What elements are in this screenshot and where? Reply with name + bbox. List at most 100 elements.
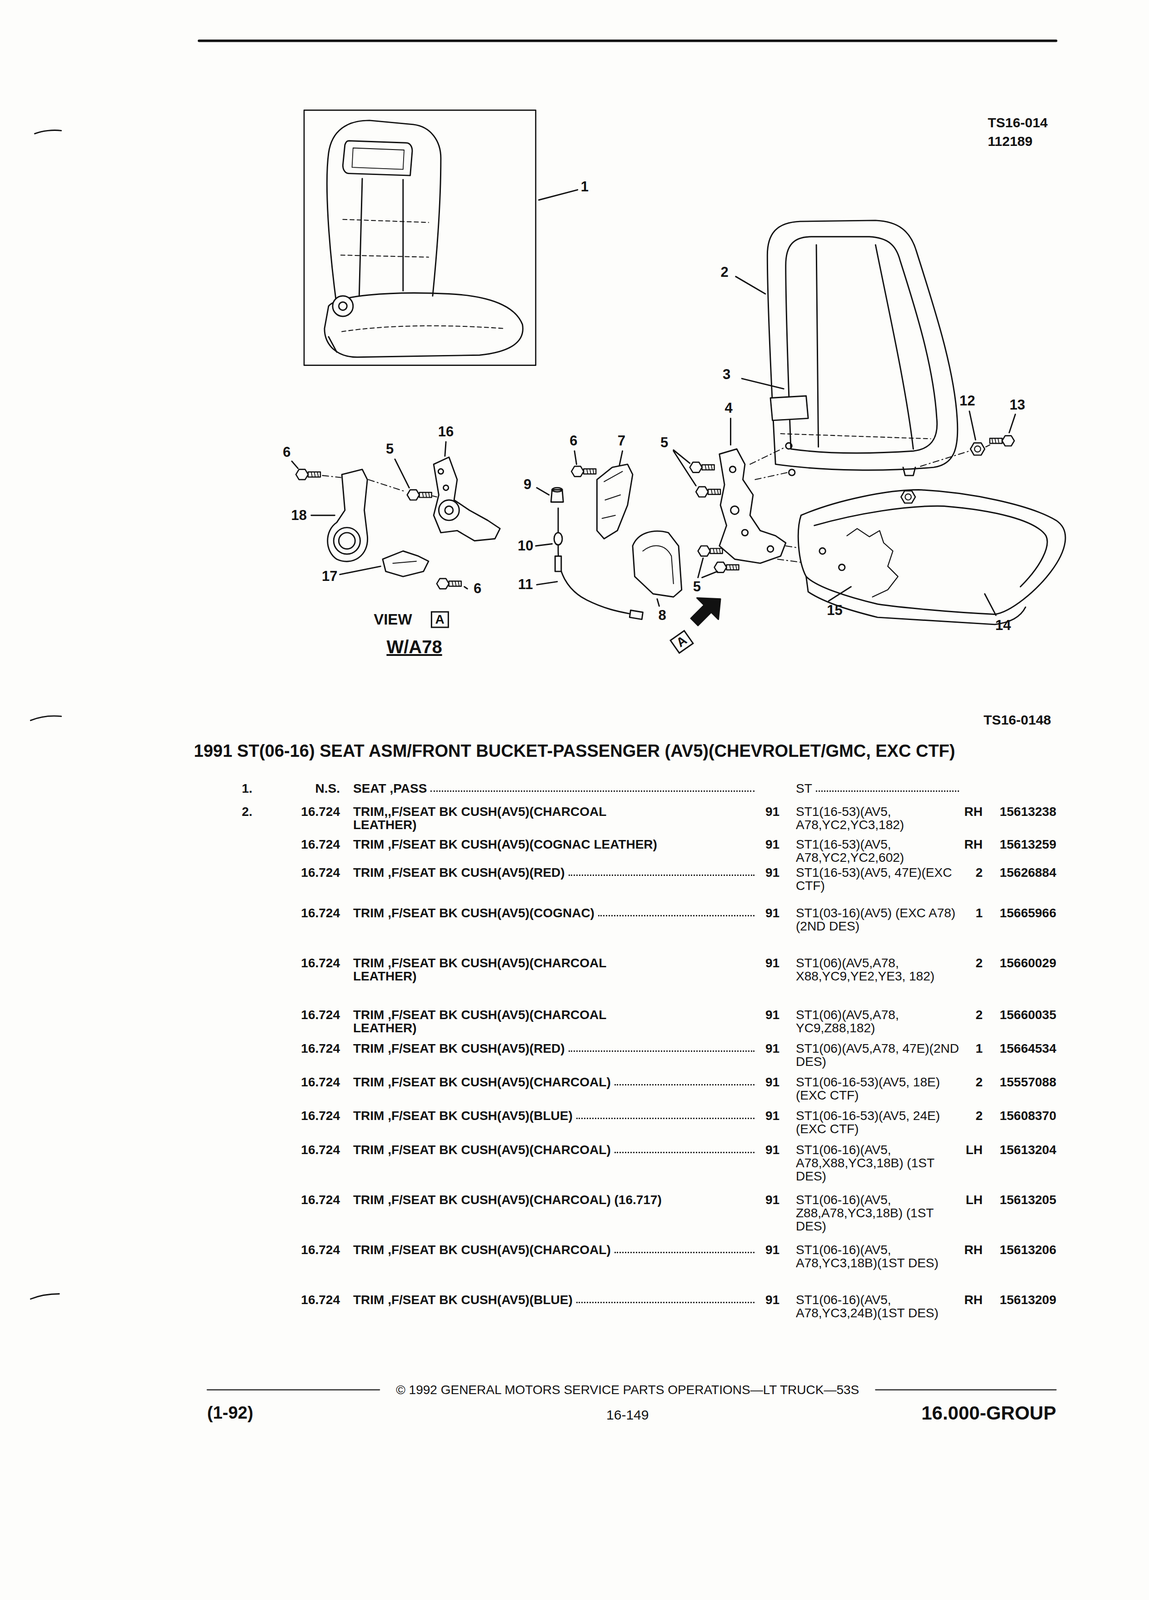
covers-and-cable [558,508,633,615]
quantity: RH [964,1243,983,1257]
page-rule [207,1388,380,1390]
usage-code: ST1(06-16)(AV5, A78,X88,YC3,18B) (1ST DE… [795,1143,960,1183]
quantity: RH [964,1293,983,1307]
quantity: 2 [975,1008,983,1022]
usage-code: ST1(03-16)(AV5) (EXC A78)(2ND DES) [795,906,960,933]
part-description: TRIM ,F/SEAT BK CUSH(AV5)(CHARCOAL) [353,1143,611,1157]
quantity: RH [964,804,983,819]
inset-seat [338,301,347,310]
view-label: VIEW [373,611,412,628]
callout-number: 4 [724,400,733,416]
copyright-line: © 1992 GENERAL MOTORS SERVICE PARTS OPER… [391,1382,864,1397]
group-code: 16.724 [300,956,340,970]
covers-and-cable [536,487,550,495]
callout-number: 15 [826,602,843,619]
seat-back [785,442,792,449]
inset-seat [324,293,523,358]
group-code: 16.724 [300,1143,340,1157]
group-code: 16.724 [300,1041,340,1055]
dot-leader [815,790,960,792]
usage-code: ST1(06)(AV5,A78, 47E)(2ND DES) [795,1041,960,1069]
view-box: A [430,610,450,628]
callout-number: 8 [658,607,666,624]
view-letter: A [674,633,690,651]
part-description: TRIM ,F/SEAT BK CUSH(AV5)(CHARCOAL) [353,1243,611,1257]
callout-number: 6 [569,433,578,449]
quantity: LH [965,1143,983,1157]
covers-and-cable [554,532,563,545]
part-number: 15664534 [999,1041,1057,1055]
hinge [673,449,696,486]
covers-and-cable [552,487,563,492]
part-description: TRIM ,F/SEAT BK CUSH(AV5)(BLUE) [353,1109,573,1123]
page-rule [30,1293,60,1299]
usage-code: ST1(16-53)(AV5, A78,YC2,YC3,182) [795,804,960,832]
inset-seat [538,189,578,200]
callout-number: 16 [438,424,454,440]
callout-number: 6 [282,444,291,460]
group-code: 16.724 [300,1193,340,1207]
item-number: 1. [241,781,253,795]
option-label: W/A78 [386,636,442,657]
quantity: 2 [975,1109,983,1123]
inset-seat [340,219,429,258]
callout-number: 18 [291,507,307,524]
callout-number: 7 [617,433,626,449]
model-year: 91 [765,1293,780,1307]
quantity: RH [964,837,983,851]
seat-back [903,467,916,476]
quantity: 2 [975,1075,983,1089]
part-number: 15557088 [999,1075,1057,1089]
usage-code: ST1(16-53)(AV5, 47E)(EXC CTF) [795,865,960,893]
group-number: 16.000-GROUP [921,1402,1056,1424]
seat-back [785,236,938,454]
seat-back [780,433,931,439]
revision-date: (1-92) [207,1403,254,1424]
part-description: TRIM ,F/SEAT BK CUSH(AV5)(COGNAC) [353,906,595,920]
group-code: 16.724 [300,837,340,851]
part-number: 15613206 [999,1243,1057,1257]
hinge [689,462,715,473]
part-number: 15613209 [999,1293,1057,1307]
callout-number: 10 [517,538,534,554]
seat-cushion [900,490,915,504]
part-description: TRIM ,F/SEAT BK CUSH(AV5)(CHARCOAL LEATH… [353,956,663,983]
view-a-recliner [338,532,355,550]
view-a-recliner [291,461,298,469]
model-year: 91 [765,1243,780,1257]
callout-number: 5 [660,434,669,451]
view-a-recliner [339,566,381,575]
part-description: TRIM ,F/SEAT BK CUSH(AV5)(RED) [353,1041,565,1055]
figure-code: TS16-0148 [983,711,1051,727]
view-box: A [669,629,695,655]
covers-and-cable [619,450,623,465]
seat-cushion [819,548,826,555]
view-a-recliner [436,578,462,589]
view-a-recliner [392,561,417,564]
group-code: 16.724 [300,1293,340,1307]
group-code: 16.724 [300,906,340,920]
model-year: 91 [765,1041,780,1055]
seat-cushion [984,594,997,616]
hinge [719,449,786,564]
seat-back-fasteners [969,411,976,440]
callout-number: 3 [722,366,731,383]
inset-seat [359,178,404,296]
part-number: 15660029 [999,956,1057,970]
part-description: TRIM ,F/SEAT BK CUSH(AV5)(CHARCOAL) [353,1075,611,1089]
part-number: 15608370 [999,1109,1057,1123]
seat-back-fasteners [920,444,990,467]
part-description: SEAT ,PASS [353,781,427,795]
usage-code: ST1(06)(AV5,A78, X88,YC9,YE2,YE3, 182) [795,956,960,983]
view-a-recliner [444,505,454,515]
seat-cushion [846,528,898,597]
view-a-recliner [464,586,468,589]
inset-seat [342,140,413,176]
inset-seat [304,109,578,365]
callout-number: 6 [473,580,482,597]
model-year: 91 [765,1143,780,1157]
part-number: 15613205 [999,1193,1057,1207]
page-rule [875,1388,1056,1390]
